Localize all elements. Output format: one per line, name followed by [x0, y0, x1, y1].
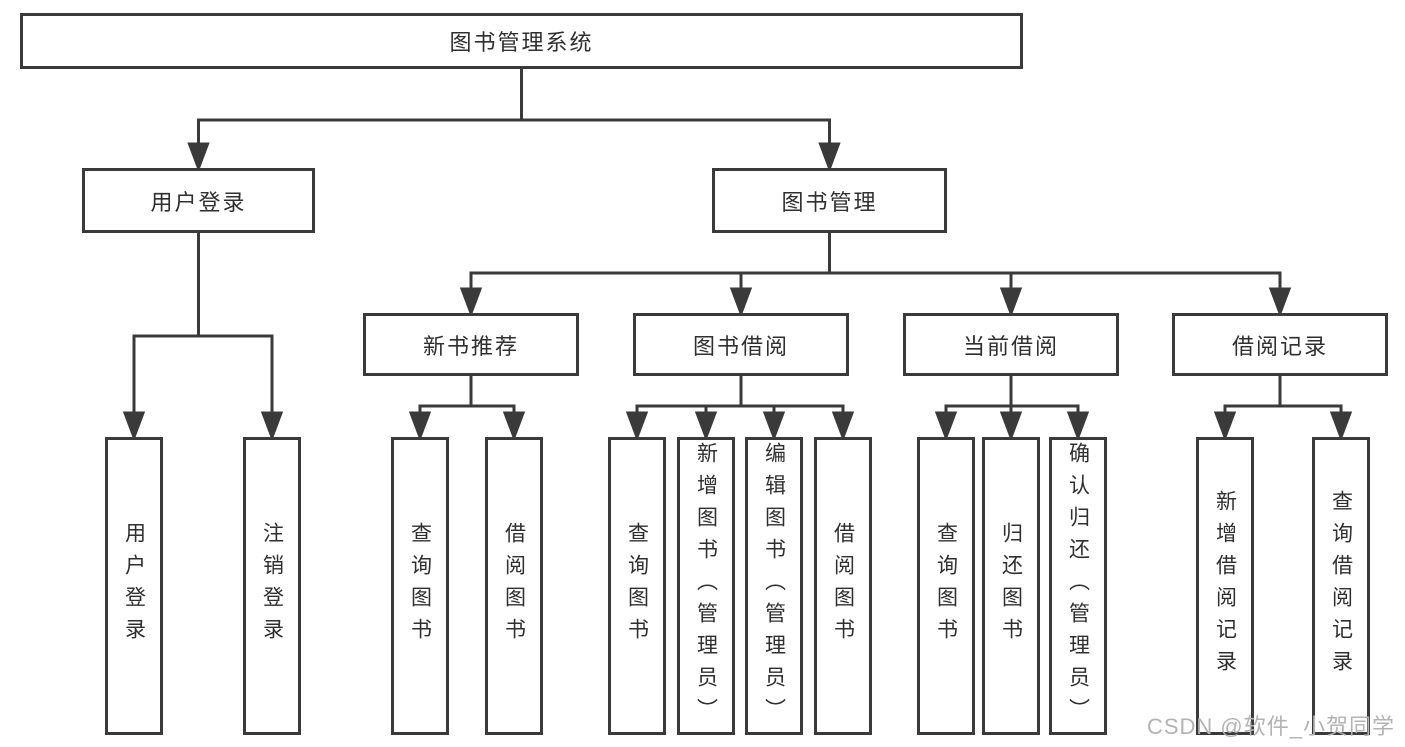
node-book-management: 图书管理: [712, 168, 947, 233]
leaf-current-return-book: 归还图书: [982, 437, 1040, 735]
leaf-borrowing-add-book-admin-label: 新增图书（管理员）: [694, 442, 718, 730]
leaf-borrowing-add-book-admin: 新增图书（管理员）: [677, 437, 735, 735]
leaf-borrowing-edit-book-admin-label: 编辑图书（管理员）: [762, 442, 786, 730]
node-new-book-recommend: 新书推荐: [363, 313, 579, 376]
leaf-records-query-record-label: 查询借阅记录: [1329, 490, 1353, 682]
leaf-borrowing-edit-book-admin: 编辑图书（管理员）: [745, 437, 803, 735]
node-book-management-label: 图书管理: [781, 189, 878, 215]
csdn-watermark: CSDN @软件_小贺同学: [1146, 714, 1395, 739]
node-user-login: 用户登录: [82, 168, 315, 233]
node-user-login-label: 用户登录: [150, 189, 247, 215]
node-book-borrowing-label: 图书借阅: [692, 333, 789, 359]
node-root-label: 图书管理系统: [449, 30, 594, 55]
leaf-records-add-record: 新增借阅记录: [1196, 437, 1254, 735]
leaf-current-return-book-label: 归还图书: [999, 522, 1023, 650]
node-root-system: 图书管理系统: [20, 13, 1023, 69]
leaf-records-query-record: 查询借阅记录: [1312, 437, 1370, 735]
leaf-user-login-label: 用户登录: [122, 522, 146, 650]
leaf-borrowing-query-book-label: 查询图书: [625, 522, 649, 650]
node-book-borrowing: 图书借阅: [633, 313, 849, 376]
node-borrowing-records: 借阅记录: [1172, 313, 1388, 376]
leaf-borrowing-borrow-book-label: 借阅图书: [831, 522, 855, 650]
leaf-logout: 注销登录: [243, 437, 301, 735]
leaf-logout-label: 注销登录: [260, 522, 284, 650]
node-current-borrowing-label: 当前借阅: [962, 333, 1059, 359]
leaf-current-confirm-return-admin-label: 确认归还（管理员）: [1066, 442, 1090, 730]
leaf-recommend-borrow-book: 借阅图书: [485, 437, 543, 735]
leaf-current-confirm-return-admin: 确认归还（管理员）: [1049, 437, 1107, 735]
leaf-recommend-query-book-label: 查询图书: [408, 522, 432, 650]
leaf-borrowing-borrow-book: 借阅图书: [814, 437, 872, 735]
leaf-recommend-query-book: 查询图书: [391, 437, 449, 735]
node-borrowing-records-label: 借阅记录: [1231, 333, 1328, 359]
leaf-borrowing-query-book: 查询图书: [608, 437, 666, 735]
leaf-current-query-book: 查询图书: [917, 437, 975, 735]
leaf-records-add-record-label: 新增借阅记录: [1213, 490, 1237, 682]
node-current-borrowing: 当前借阅: [903, 313, 1119, 376]
leaf-recommend-borrow-book-label: 借阅图书: [502, 522, 526, 650]
leaf-user-login: 用户登录: [105, 437, 163, 735]
leaf-current-query-book-label: 查询图书: [934, 522, 958, 650]
node-new-book-recommend-label: 新书推荐: [422, 333, 519, 359]
